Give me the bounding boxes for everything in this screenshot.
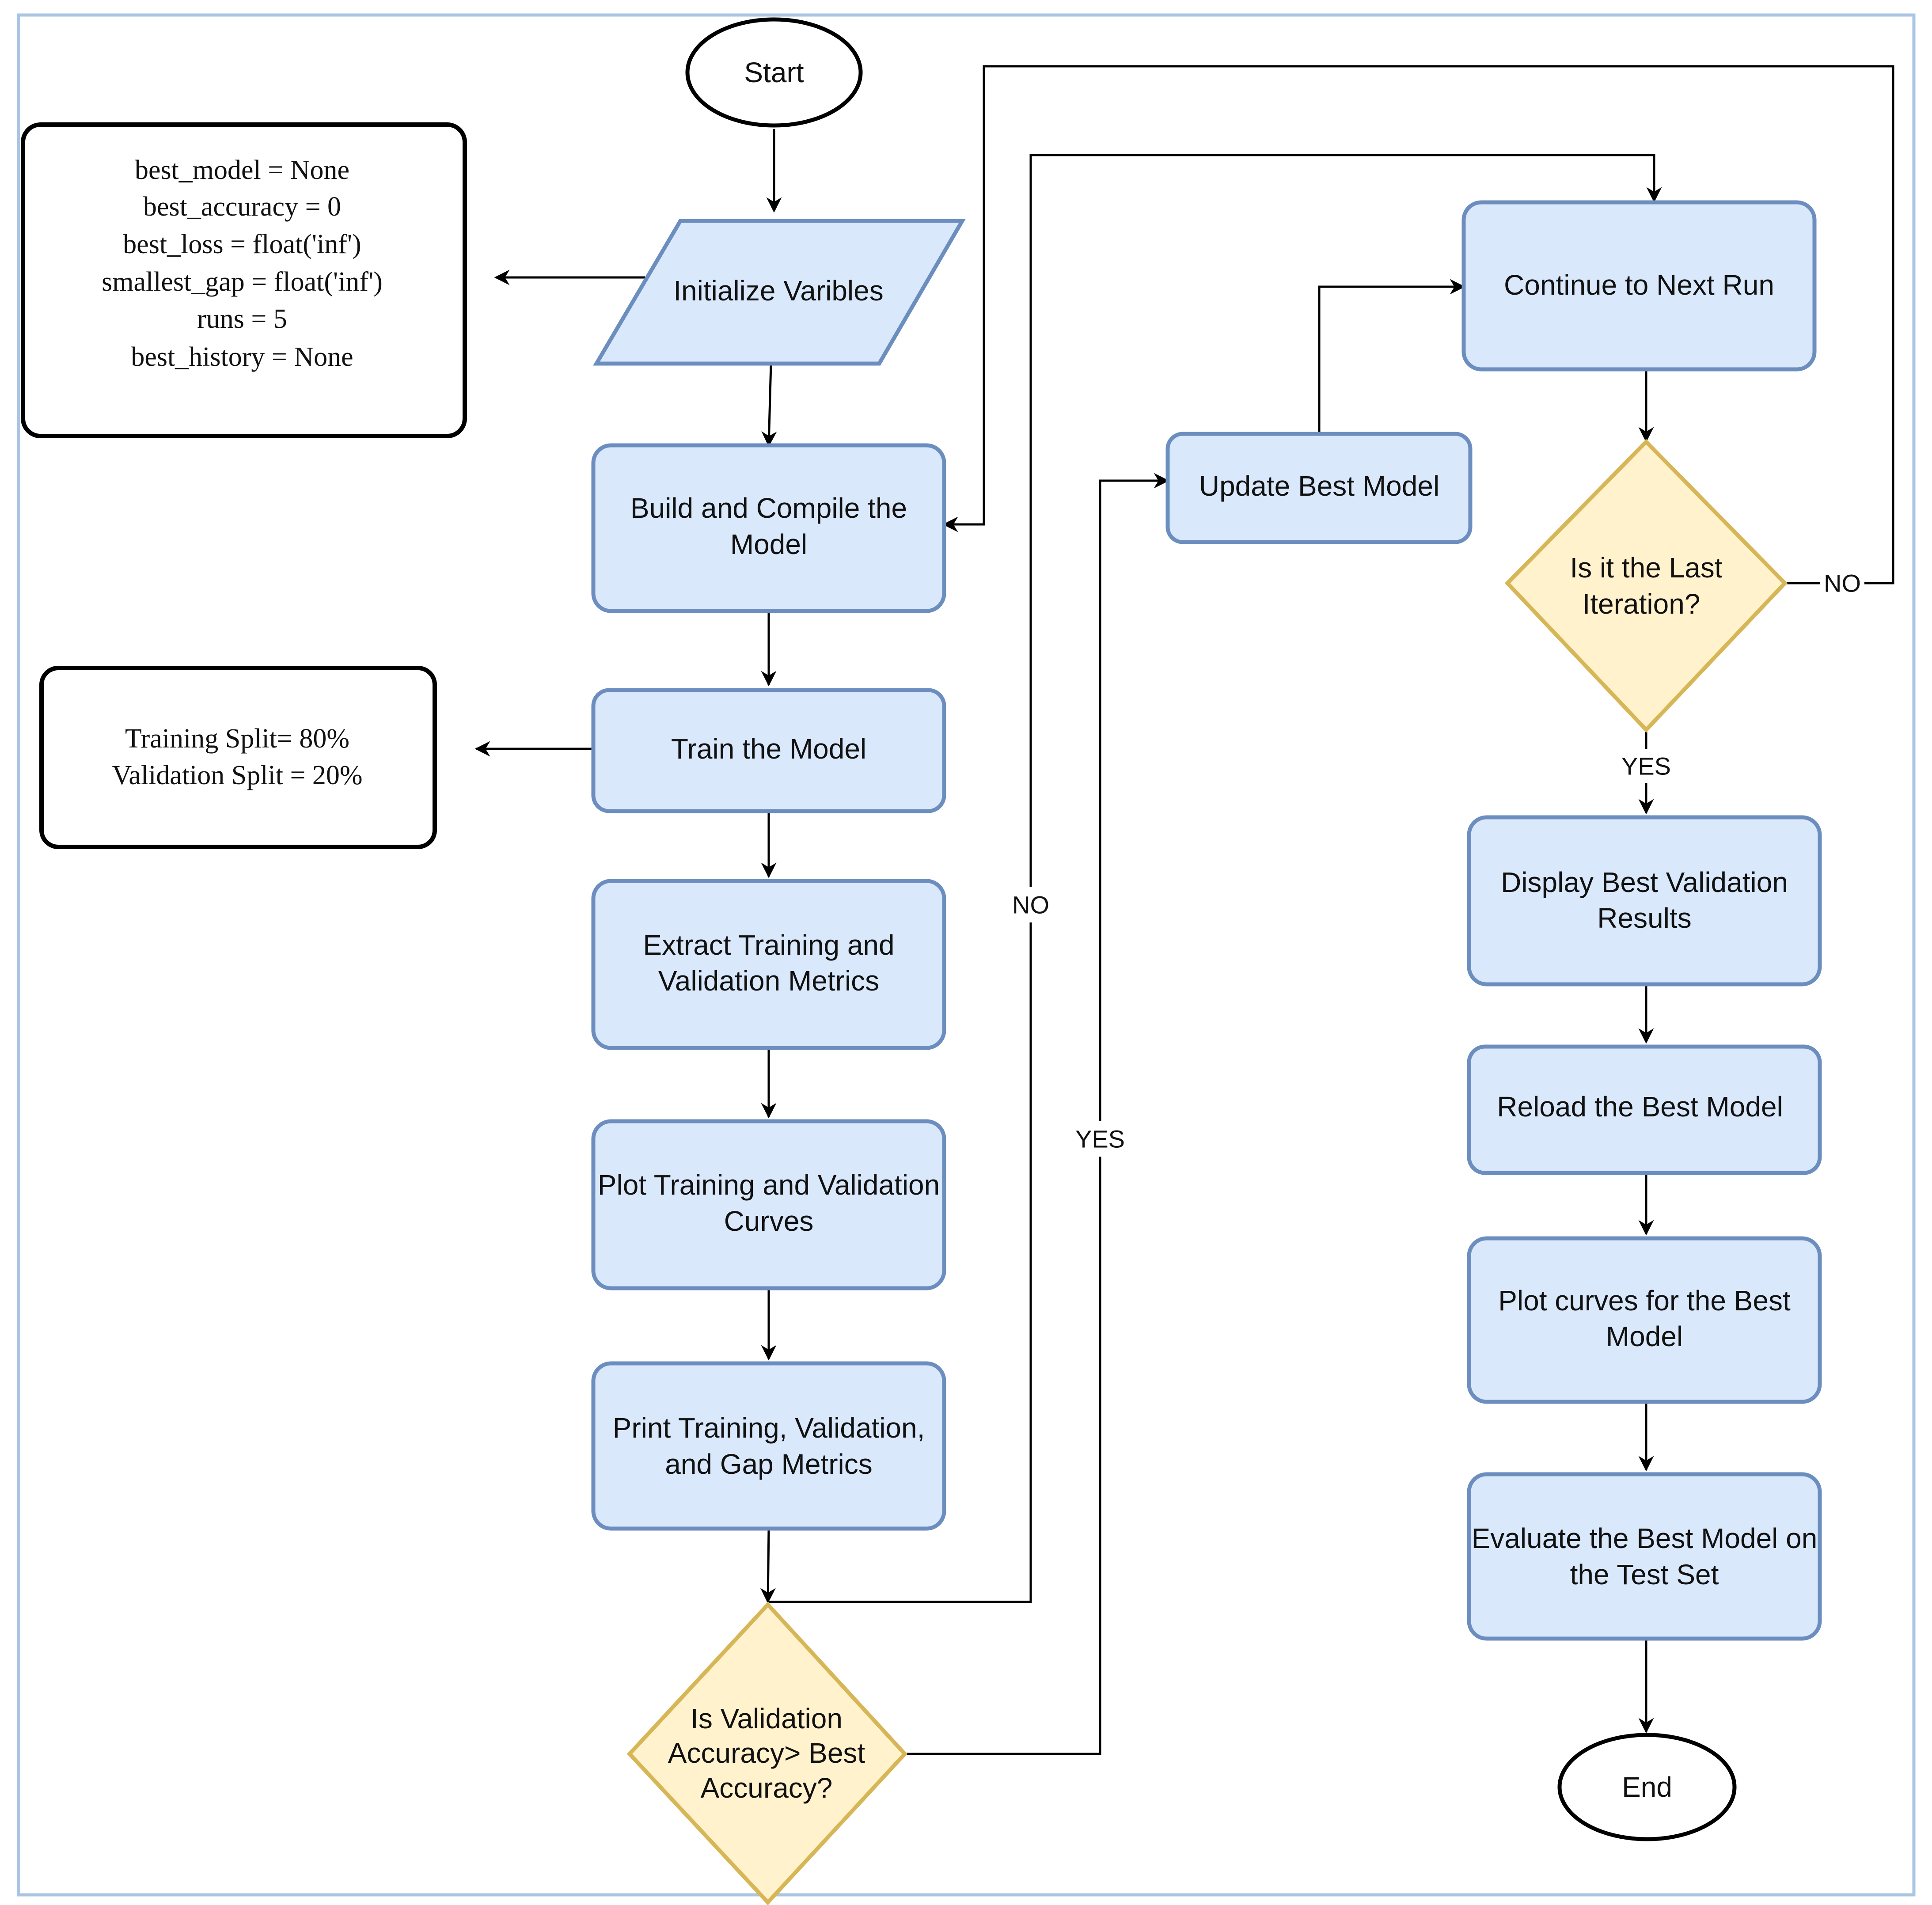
extract-label-line1: Extract Training and bbox=[643, 929, 894, 961]
label-bg-val-yes bbox=[1071, 1121, 1129, 1157]
plot-best-label-line2: Model bbox=[1606, 1321, 1683, 1352]
variables-line: best_history = None bbox=[131, 342, 353, 372]
end-terminal: End bbox=[1557, 1733, 1737, 1841]
continue-next-run-node: Continue to Next Run bbox=[1461, 200, 1817, 372]
decision-val-line1: Is Validation bbox=[691, 1703, 843, 1734]
edge-update-to-continue bbox=[1318, 279, 1465, 434]
label-validation-yes: YES bbox=[1075, 1125, 1125, 1153]
variables-line: best_accuracy = 0 bbox=[143, 192, 341, 222]
validation-decision-node: Is Validation Accuracy> Best Accuracy? bbox=[626, 1601, 908, 1905]
label-validation-no: NO bbox=[1012, 891, 1049, 919]
variables-line: runs = 5 bbox=[197, 304, 287, 334]
diagram-frame bbox=[17, 13, 1916, 1897]
label-bg-last-yes bbox=[1617, 749, 1675, 783]
edge-init-to-build bbox=[761, 363, 777, 447]
decision-last-line2: Iteration? bbox=[1583, 588, 1700, 620]
split-note: Training Split= 80% Validation Split = 2… bbox=[39, 666, 437, 849]
plot-curves-node: Plot Training and Validation Curves bbox=[591, 1119, 946, 1290]
label-last-yes: YES bbox=[1621, 752, 1671, 780]
continue-label: Continue to Next Run bbox=[1504, 269, 1774, 301]
decision-last-line1: Is it the Last bbox=[1570, 552, 1722, 584]
decision-val-line2: Accuracy> Best bbox=[668, 1737, 865, 1769]
plot-label-line2: Curves bbox=[724, 1205, 814, 1237]
reload-model-node: Reload the Best Model bbox=[1467, 1044, 1822, 1175]
variables-line: best_model = None bbox=[135, 155, 349, 185]
variables-line: smallest_gap = float('inf') bbox=[102, 267, 383, 297]
label-bg-last-no bbox=[1820, 566, 1864, 600]
end-label: End bbox=[1622, 1771, 1672, 1803]
decision-val-line3: Accuracy? bbox=[701, 1772, 833, 1804]
extract-metrics-node: Extract Training and Validation Metrics bbox=[591, 879, 946, 1050]
train-label: Train the Model bbox=[671, 733, 866, 765]
start-terminal: Start bbox=[685, 17, 863, 128]
reload-label: Reload the Best Model bbox=[1497, 1091, 1783, 1123]
evaluate-test-node: Evaluate the Best Model on the Test Set bbox=[1467, 1472, 1822, 1641]
start-label: Start bbox=[744, 57, 804, 88]
display-results-node: Display Best Validation Results bbox=[1467, 815, 1822, 987]
init-label: Initialize Varibles bbox=[673, 275, 883, 307]
edge-decision-no-to-continue bbox=[769, 154, 1662, 1603]
print-label-line1: Print Training, Validation, bbox=[613, 1412, 925, 1444]
build-compile-node: Build and Compile the Model bbox=[591, 443, 946, 613]
evaluate-label-line1: Evaluate the Best Model on bbox=[1472, 1522, 1818, 1554]
edge-decision-yes-to-update bbox=[905, 473, 1169, 1755]
extract-label-line2: Validation Metrics bbox=[658, 965, 879, 997]
train-model-node: Train the Model bbox=[591, 688, 946, 813]
plot-label-line1: Plot Training and Validation bbox=[598, 1169, 940, 1201]
variables-note: best_model = None best_accuracy = 0 best… bbox=[21, 122, 467, 438]
edge-last-no-to-build bbox=[942, 65, 1894, 584]
edges bbox=[474, 65, 1894, 1755]
update-best-model-node: Update Best Model bbox=[1165, 432, 1473, 544]
split-line: Training Split= 80% bbox=[125, 724, 349, 754]
plot-best-curves-node: Plot curves for the Best Model bbox=[1467, 1236, 1822, 1404]
variables-line: best_loss = float('inf') bbox=[123, 229, 361, 259]
edge-print-to-decision bbox=[760, 1528, 776, 1604]
print-metrics-node: Print Training, Validation, and Gap Metr… bbox=[591, 1361, 946, 1531]
display-label-line1: Display Best Validation bbox=[1501, 866, 1788, 898]
label-last-no: NO bbox=[1824, 569, 1861, 597]
evaluate-label-line2: the Test Set bbox=[1570, 1559, 1719, 1590]
build-label-line1: Build and Compile the bbox=[630, 492, 907, 524]
display-label-line2: Results bbox=[1597, 902, 1691, 934]
last-iteration-decision-node: Is it the Last Iteration? bbox=[1504, 439, 1788, 733]
plot-best-label-line1: Plot curves for the Best bbox=[1498, 1285, 1791, 1317]
split-line: Validation Split = 20% bbox=[112, 760, 362, 790]
label-bg-val-no bbox=[1009, 887, 1053, 922]
print-label-line2: and Gap Metrics bbox=[665, 1448, 873, 1480]
update-label: Update Best Model bbox=[1199, 470, 1439, 502]
initialize-variables-node: Initialize Varibles bbox=[593, 219, 966, 366]
build-label-line2: Model bbox=[730, 528, 807, 560]
